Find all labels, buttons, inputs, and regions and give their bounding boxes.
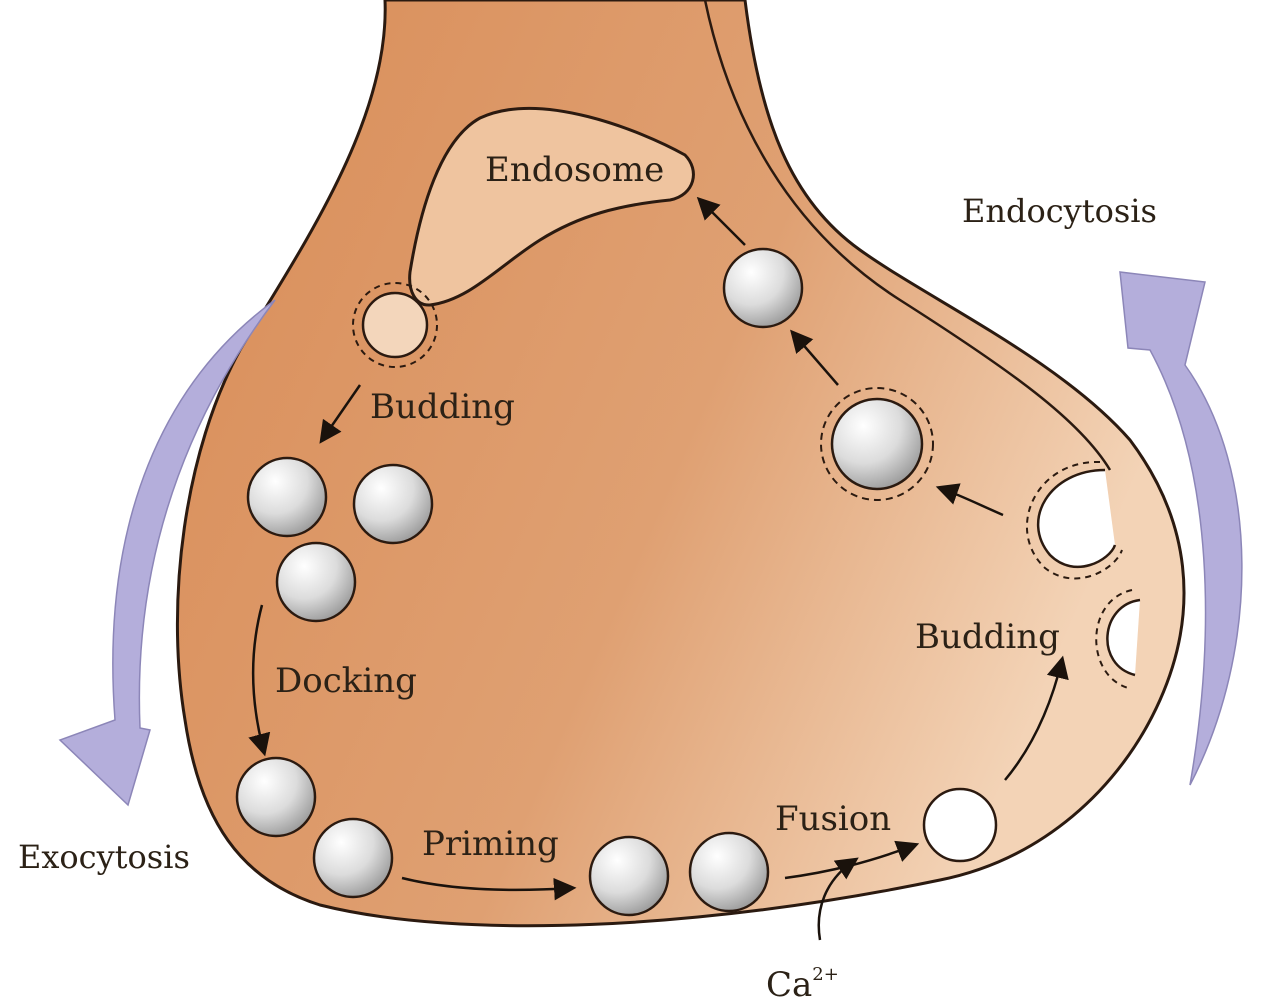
label-budding-right: Budding (915, 617, 1060, 657)
vesicle (248, 458, 326, 536)
vesicle (354, 465, 432, 543)
label-endocytosis: Endocytosis (962, 192, 1157, 230)
coated-vesicle (832, 399, 922, 489)
vesicle (690, 833, 768, 911)
label-exocytosis: Exocytosis (18, 838, 190, 876)
vesicle (724, 249, 802, 327)
calcium-symbol: Ca (766, 965, 812, 1004)
label-budding-left: Budding (370, 387, 515, 427)
vesicle (314, 819, 392, 897)
vesicle (277, 543, 355, 621)
vesicle (590, 837, 668, 915)
label-fusion: Fusion (775, 799, 891, 839)
fusion-pore (924, 789, 996, 861)
presynaptic-terminal (177, 0, 1184, 926)
label-endosome: Endosome (485, 150, 664, 190)
vesicle (237, 758, 315, 836)
label-calcium: Ca2+ (766, 964, 839, 1004)
label-docking: Docking (275, 661, 417, 701)
calcium-charge: 2+ (812, 964, 839, 985)
label-priming: Priming (422, 824, 559, 864)
